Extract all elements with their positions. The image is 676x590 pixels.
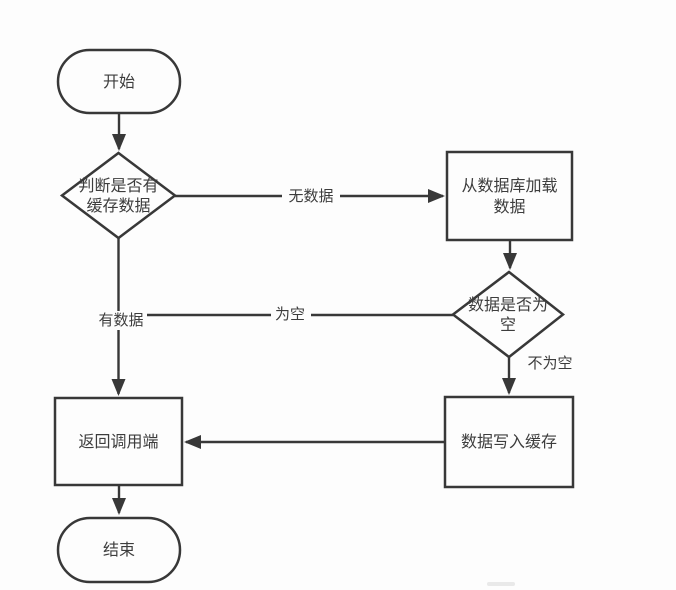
load-db-label-line1: 从数据库加载 — [461, 177, 557, 195]
node-check-cache: 判断是否有 缓存数据 — [59, 151, 178, 240]
node-write-cache: 数据写入缓存 — [443, 395, 575, 489]
return-caller-label: 返回调用端 — [78, 433, 158, 451]
check-empty-label-line2: 空 — [500, 316, 516, 334]
load-db-process-shape — [445, 150, 574, 242]
edge-labels: 无数据 为空 有数据 不为空 — [95, 186, 573, 372]
node-return-caller: 返回调用端 — [53, 396, 184, 487]
check-cache-decision-shape — [59, 151, 178, 240]
node-load-db: 从数据库加载 数据 — [445, 150, 574, 242]
write-cache-process-shape — [443, 395, 575, 489]
check-cache-label-line1: 判断是否有 — [78, 177, 158, 195]
start-terminator-shape — [56, 48, 182, 115]
check-empty-decision-shape — [450, 270, 566, 359]
node-start: 开始 — [56, 48, 182, 115]
node-end: 结束 — [56, 516, 182, 584]
empty-label: 为空 — [275, 306, 305, 323]
check-cache-label-line2: 缓存数据 — [86, 197, 150, 215]
empty-label-bg — [271, 305, 311, 325]
has-data-label-bg — [95, 311, 147, 330]
write-cache-label: 数据写入缓存 — [461, 433, 557, 451]
check-empty-label-line1: 数据是否为 — [468, 296, 548, 314]
no-data-label: 无数据 — [288, 188, 333, 205]
end-label: 结束 — [103, 541, 135, 559]
load-db-label-line2: 数据 — [493, 198, 525, 216]
watermark-smudge — [487, 582, 515, 586]
has-data-label: 有数据 — [98, 312, 143, 329]
end-terminator-shape — [56, 516, 182, 584]
not-empty-label: 不为空 — [527, 355, 572, 372]
start-label: 开始 — [103, 73, 135, 91]
no-data-label-bg — [282, 186, 340, 207]
return-caller-process-shape — [53, 396, 184, 487]
node-check-empty: 数据是否为 空 — [450, 270, 566, 359]
